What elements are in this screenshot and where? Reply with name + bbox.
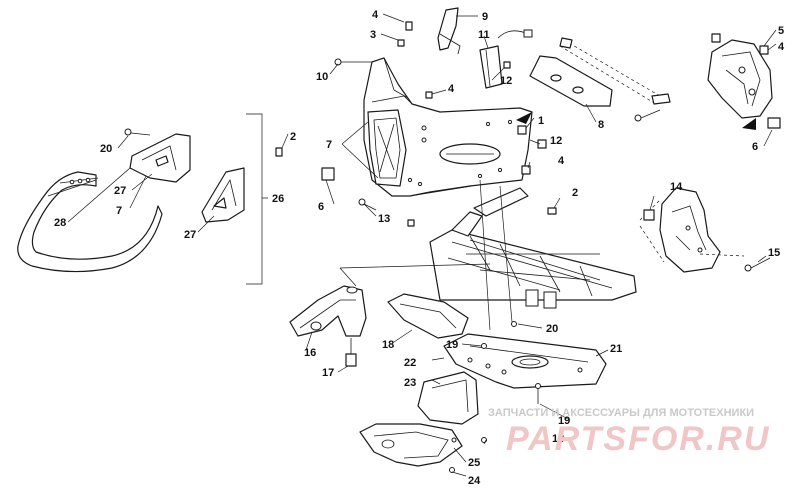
hardware bbox=[124, 21, 771, 473]
callout-8: 8 bbox=[598, 119, 604, 131]
part-9-panel bbox=[437, 7, 461, 55]
callout-9: 9 bbox=[482, 11, 488, 23]
callout-6: 6 bbox=[318, 201, 324, 213]
callout-18: 18 bbox=[382, 339, 394, 351]
watermark-caption: ЗАПЧАСТИ И АКСЕССУАРЫ ДЛЯ МОТОТЕХНИКИ bbox=[488, 407, 754, 419]
callout-28: 28 bbox=[54, 217, 66, 229]
callout-26: 26 bbox=[272, 193, 284, 205]
callout-25: 25 bbox=[468, 457, 480, 469]
callout-16: 16 bbox=[304, 347, 316, 359]
callout-7: 7 bbox=[326, 139, 332, 151]
mounting-plate-8 bbox=[529, 55, 613, 107]
arrow-marker bbox=[742, 118, 756, 130]
lower-frame-bracket-18 bbox=[387, 293, 469, 339]
front-frame-nose bbox=[363, 57, 533, 197]
leader-lines bbox=[67, 13, 777, 477]
callout-3: 3 bbox=[370, 29, 376, 41]
callout-20: 20 bbox=[546, 323, 558, 335]
front-bumper bbox=[17, 171, 163, 273]
callout-12: 12 bbox=[500, 75, 512, 87]
callout-labels: 4 3 9 11 10 12 4 1 8 5 4 6 2 20 7 12 4 2… bbox=[54, 9, 785, 487]
callout-13: 13 bbox=[378, 213, 390, 225]
bolt-17 bbox=[345, 338, 357, 367]
callout-2: 2 bbox=[572, 187, 578, 199]
callout-5: 5 bbox=[778, 25, 784, 37]
callout-4: 4 bbox=[372, 9, 379, 21]
side-bracket-14 bbox=[659, 187, 721, 273]
callout-15: 15 bbox=[768, 247, 780, 259]
callout-7: 7 bbox=[116, 205, 122, 217]
watermark-brand: PARTSFOR.RU bbox=[506, 420, 770, 458]
callout-4: 4 bbox=[558, 155, 565, 167]
callout-1: 1 bbox=[538, 115, 544, 127]
isolator-6-right bbox=[767, 117, 781, 129]
callout-2: 2 bbox=[290, 131, 296, 143]
callout-21: 21 bbox=[610, 343, 622, 355]
callout-14: 14 bbox=[670, 181, 683, 193]
callout-17: 17 bbox=[322, 367, 334, 379]
callout-19: 19 bbox=[558, 415, 570, 427]
bumper-bracket-upper bbox=[129, 133, 191, 183]
callout-24: 24 bbox=[468, 475, 481, 487]
part-11-module bbox=[479, 29, 533, 89]
callout-4: 4 bbox=[448, 83, 455, 95]
lower-shield-24 bbox=[359, 423, 463, 467]
callout-23: 23 bbox=[404, 377, 416, 389]
callout-10: 10 bbox=[316, 71, 328, 83]
callout-13: 13 bbox=[552, 433, 564, 445]
rod-end bbox=[559, 37, 671, 105]
callout-4: 4 bbox=[778, 41, 785, 53]
splash-guard-23 bbox=[417, 371, 479, 425]
group-bracket-26 bbox=[246, 113, 268, 285]
steering-post-bracket-5 bbox=[707, 39, 773, 119]
rod-guide-line bbox=[559, 39, 661, 105]
watermark: ЗАПЧАСТИ И АКСЕССУАРЫ ДЛЯ МОТОТЕХНИКИ PA… bbox=[488, 407, 770, 458]
callout-19: 19 bbox=[446, 339, 458, 351]
callout-12: 12 bbox=[550, 135, 562, 147]
callout-20: 20 bbox=[100, 143, 112, 155]
callout-27: 27 bbox=[184, 229, 196, 241]
callout-6: 6 bbox=[752, 141, 758, 153]
callout-27: 27 bbox=[114, 185, 126, 197]
front-suspension-frame bbox=[429, 187, 637, 309]
callout-11: 11 bbox=[478, 29, 490, 41]
callout-22: 22 bbox=[404, 357, 416, 369]
spindle-bracket-16 bbox=[289, 285, 367, 337]
bumper-bracket-lower bbox=[201, 167, 245, 223]
